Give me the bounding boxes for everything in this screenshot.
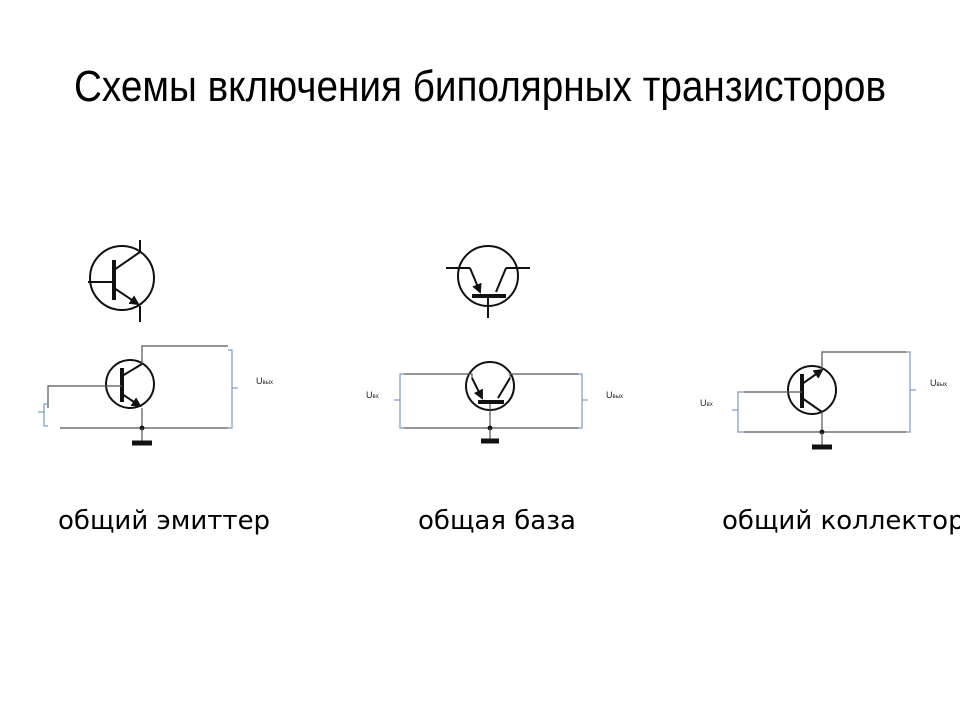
u-out-label: Uвых xyxy=(256,376,273,386)
caption-common-emitter: общий эмиттер xyxy=(58,506,271,536)
transistor-symbol-common-base xyxy=(446,245,530,318)
u-out-label: Uвых xyxy=(606,390,623,400)
u-in-label: Uвх xyxy=(700,398,713,408)
circuit-common-collector: Uвх Uвых xyxy=(700,351,947,450)
u-out-label: Uвых xyxy=(930,378,947,388)
caption-common-collector: общий коллектор xyxy=(722,506,960,536)
circuit-common-base: Uвх Uвых xyxy=(366,361,623,444)
transistor-symbol-common-emitter xyxy=(88,240,155,322)
caption-common-base: общая база xyxy=(418,506,576,536)
slide-title: Схемы включения биполярных транзисторов xyxy=(73,62,887,111)
u-in-label: Uвх xyxy=(366,390,379,400)
circuit-common-emitter: Uвых xyxy=(38,345,273,446)
